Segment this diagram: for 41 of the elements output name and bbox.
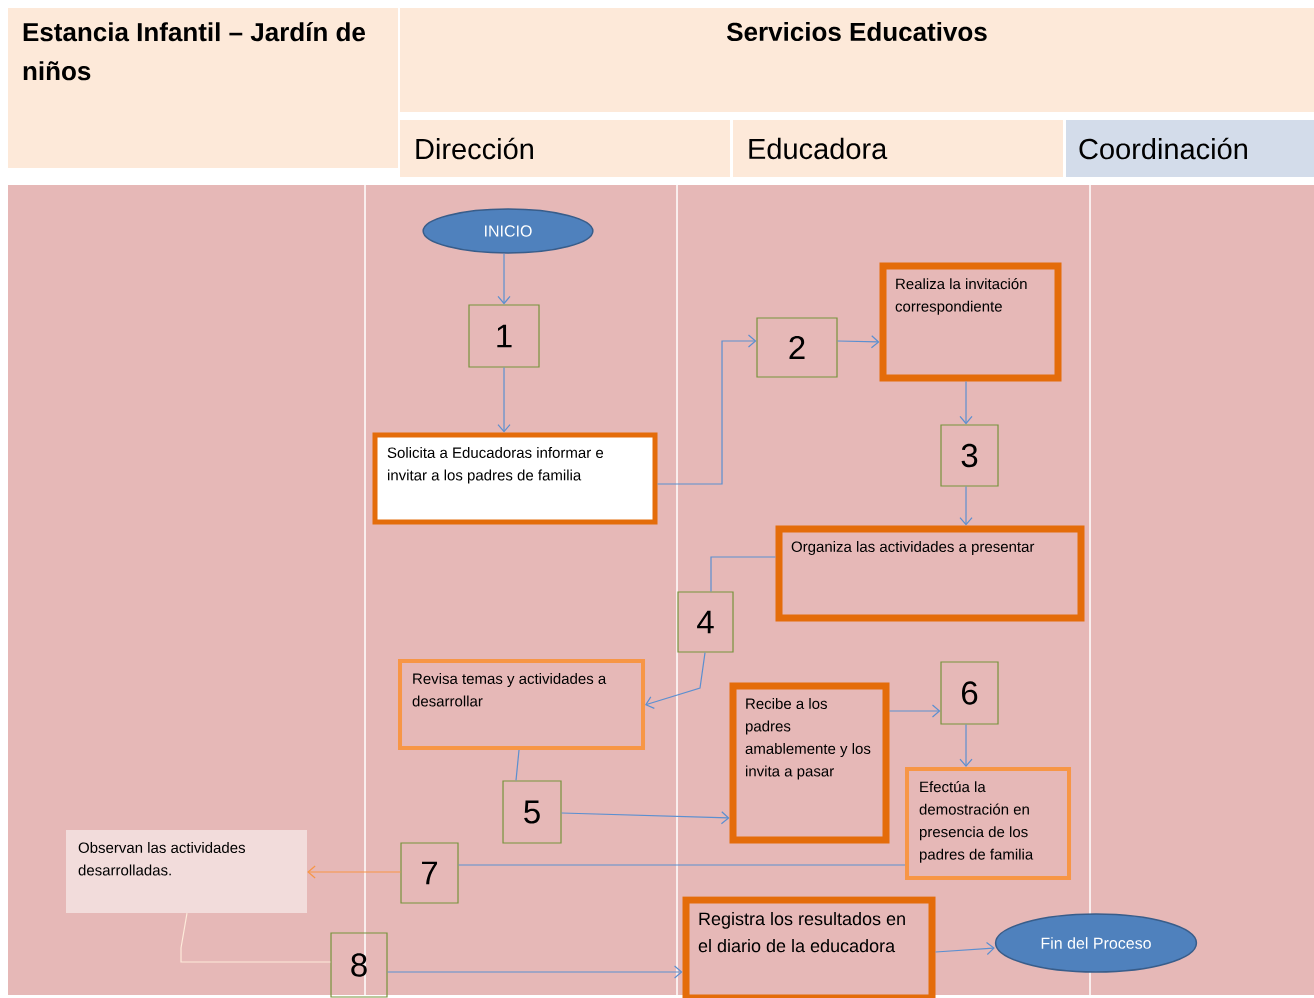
header-cell: Dirección [400,120,730,177]
arrow [645,652,706,709]
arrow [561,811,730,825]
arrow [959,380,973,425]
step-number-box: 1 [468,304,540,368]
step-number-box: 4 [677,591,734,653]
header-cell: Servicios Educativos [400,8,1314,112]
node-label: Dirección [416,137,533,160]
process-box: Organiza las actividades a presentar [775,525,1085,622]
step-number-box: 6 [940,661,999,725]
step-number-box: 5 [502,780,562,844]
header-cell: Estancia Infantil – Jardín de niños [8,8,398,168]
header-cell: Coordinación [1066,120,1314,177]
step-number-box: 3 [940,424,999,487]
step-number-box: 8 [330,932,388,998]
step-number-box: 2 [756,317,838,378]
arrow [387,965,683,979]
note-box: Observan las actividades desarrolladas. [66,830,307,913]
node-label: Servicios Educativos [726,22,987,42]
process-box: Efectúa la demostración en presencia de los padres de familia [905,767,1071,880]
process-box: Solicita a Educadoras informar e invitar a los padres de familia [372,432,658,525]
arrow [959,724,973,767]
process-box: Registra los resultados en el diario de la educadora [682,896,936,998]
arrow [656,334,757,485]
arrow [959,486,973,526]
arrow [934,941,995,956]
connector-line [180,912,331,963]
connector-line [458,864,906,866]
arrow [497,367,511,433]
arrow [307,865,401,879]
process-box: Realiza la invitación correspondiente [879,262,1062,382]
arrow [888,704,941,718]
node-label: Estancia Infantil – Jardín de niños [23,22,365,81]
process-box: Recibe a los padres amablemente y los invita a pasar [729,682,890,844]
header-cell: Educadora [733,120,1063,177]
step-number-box: 7 [400,842,459,904]
connector-line [515,749,520,781]
connector-line [710,556,777,592]
arrow [497,253,511,305]
arrow [837,335,880,349]
process-box: Revisa temas y actividades a desarrollar [398,659,645,750]
